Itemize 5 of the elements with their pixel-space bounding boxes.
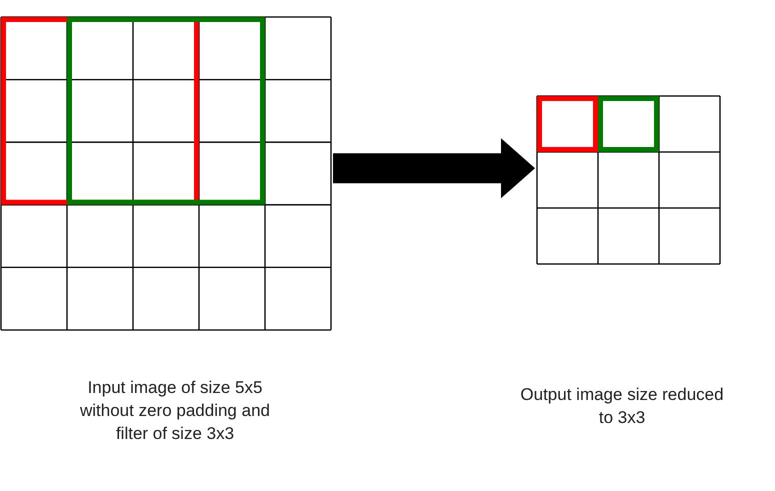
pixel-grid <box>1 17 331 330</box>
pixel-grid <box>537 96 720 264</box>
caption: Output image size reduced to 3x3 <box>519 384 725 429</box>
caption: Input image of size 5x5 without zero padding and filter of size 3x3 <box>79 377 271 445</box>
block-arrow <box>333 138 535 198</box>
